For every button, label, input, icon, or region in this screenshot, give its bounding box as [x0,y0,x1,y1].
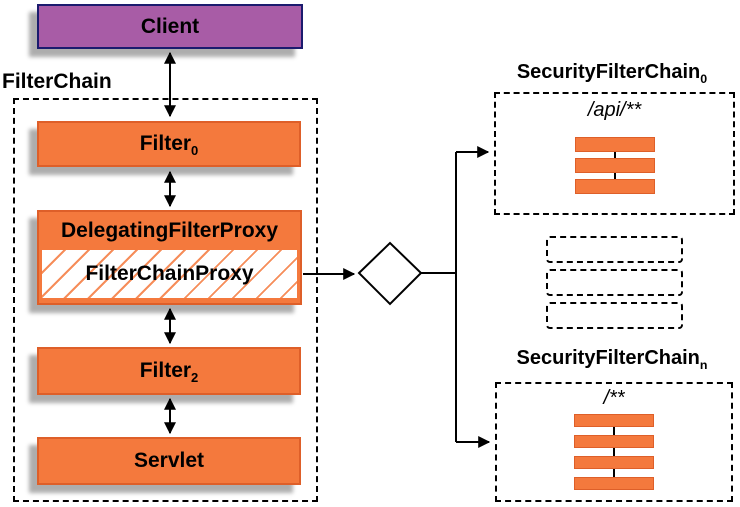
security-filter-chain-n-box: /** [495,382,733,502]
filter0-box: Filter0 [37,121,301,167]
chain-n-url-pattern: /** [603,387,625,409]
client-label: Client [140,14,200,38]
chain-n-filter-stack-connector [613,421,615,483]
filter-chain-proxy-box: FilterChainProxy [42,250,297,298]
filter-bar [574,477,654,490]
servlet-label: Servlet [133,449,205,472]
chain-n-filter-stack [574,414,654,490]
ellipsis-box [546,236,683,263]
filter-bar [574,158,655,173]
filter-bar [574,435,654,448]
delegating-filter-proxy-box: DelegatingFilterProxy FilterChainProxy [37,210,302,305]
more-chains-ellipsis [546,236,683,329]
security-filter-chain-n-title: SecurityFilterChainn [516,347,708,372]
filterchain-title: FilterChain [2,70,112,93]
filter2-box: Filter2 [37,347,301,395]
decision-label: ? [383,261,397,283]
security-filter-chain-0-box: /api/** [494,92,735,215]
chain-n-filter-bars [574,414,654,490]
chain0-url-pattern: /api/** [587,99,642,121]
servlet-box: Servlet [37,437,301,485]
chain0-filter-bars [574,137,655,194]
chain0-filter-stack [574,137,655,194]
ellipsis-box [546,302,683,329]
filter-bar [574,179,655,194]
filter-bar [574,137,655,152]
security-filter-chain-0-title: SecurityFilterChain0 [516,61,708,86]
delegating-filter-proxy-label: DelegatingFilterProxy [60,219,279,242]
filter2-label: Filter2 [139,359,199,386]
filter-bar [574,414,654,427]
filter-bar [574,456,654,469]
client-box: Client [37,4,303,49]
ellipsis-box [546,269,683,296]
filter0-label: Filter0 [139,132,199,159]
filter-chain-proxy-label: FilterChainProxy [85,262,254,285]
